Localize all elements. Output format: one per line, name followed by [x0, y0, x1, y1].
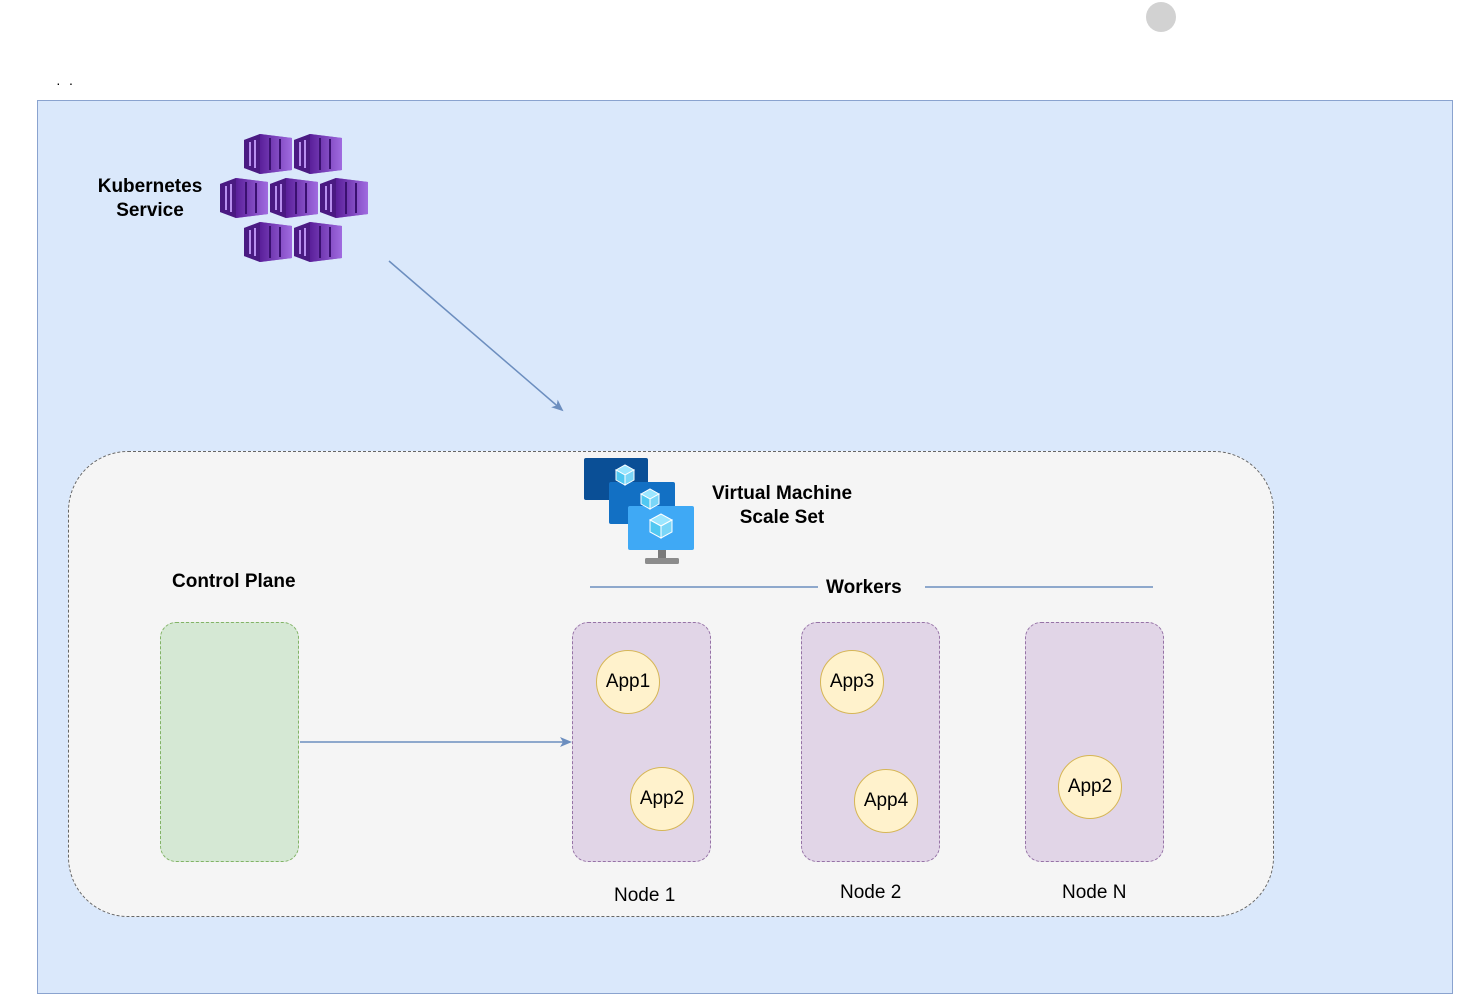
- vmss-label-line1: Virtual Machine: [711, 483, 853, 504]
- node-n-label: Node N: [1062, 882, 1127, 903]
- app-bubble: App1: [596, 650, 660, 714]
- node-1-label: Node 1: [614, 885, 676, 906]
- workers-label: Workers: [826, 577, 902, 598]
- kubernetes-to-vmss-arrow: [388, 260, 564, 412]
- app-bubble: App4: [854, 769, 918, 833]
- control-plane-label: Control Plane: [172, 571, 296, 592]
- kubernetes-cube: [294, 222, 342, 262]
- kubernetes-cube: [270, 178, 318, 218]
- kubernetes-cube: [320, 178, 368, 218]
- vmss-label-line2: Scale Set: [739, 507, 825, 528]
- virtual-machine-scale-set-icon: [584, 458, 694, 564]
- kubernetes-service-icon: [220, 134, 368, 262]
- kubernetes-service-label: Kubernetes Service: [80, 175, 220, 223]
- app-bubble: App2: [630, 767, 694, 831]
- kubernetes-label-line2: Service: [116, 200, 184, 221]
- kubernetes-cube: [244, 222, 292, 262]
- decorative-dot: [1146, 2, 1176, 32]
- node-n-box: [1025, 622, 1164, 862]
- kubernetes-cube: [244, 134, 292, 174]
- vmss-label: Virtual Machine Scale Set: [700, 482, 864, 530]
- app-bubble: App2: [1058, 755, 1122, 819]
- app-bubble: App3: [820, 650, 884, 714]
- control-plane-box: [160, 622, 299, 862]
- kubernetes-cube: [220, 178, 268, 218]
- decorative-marks: ··: [56, 75, 82, 91]
- kubernetes-cube: [294, 134, 342, 174]
- node-2-label: Node 2: [840, 882, 902, 903]
- kubernetes-label-line1: Kubernetes: [97, 176, 203, 197]
